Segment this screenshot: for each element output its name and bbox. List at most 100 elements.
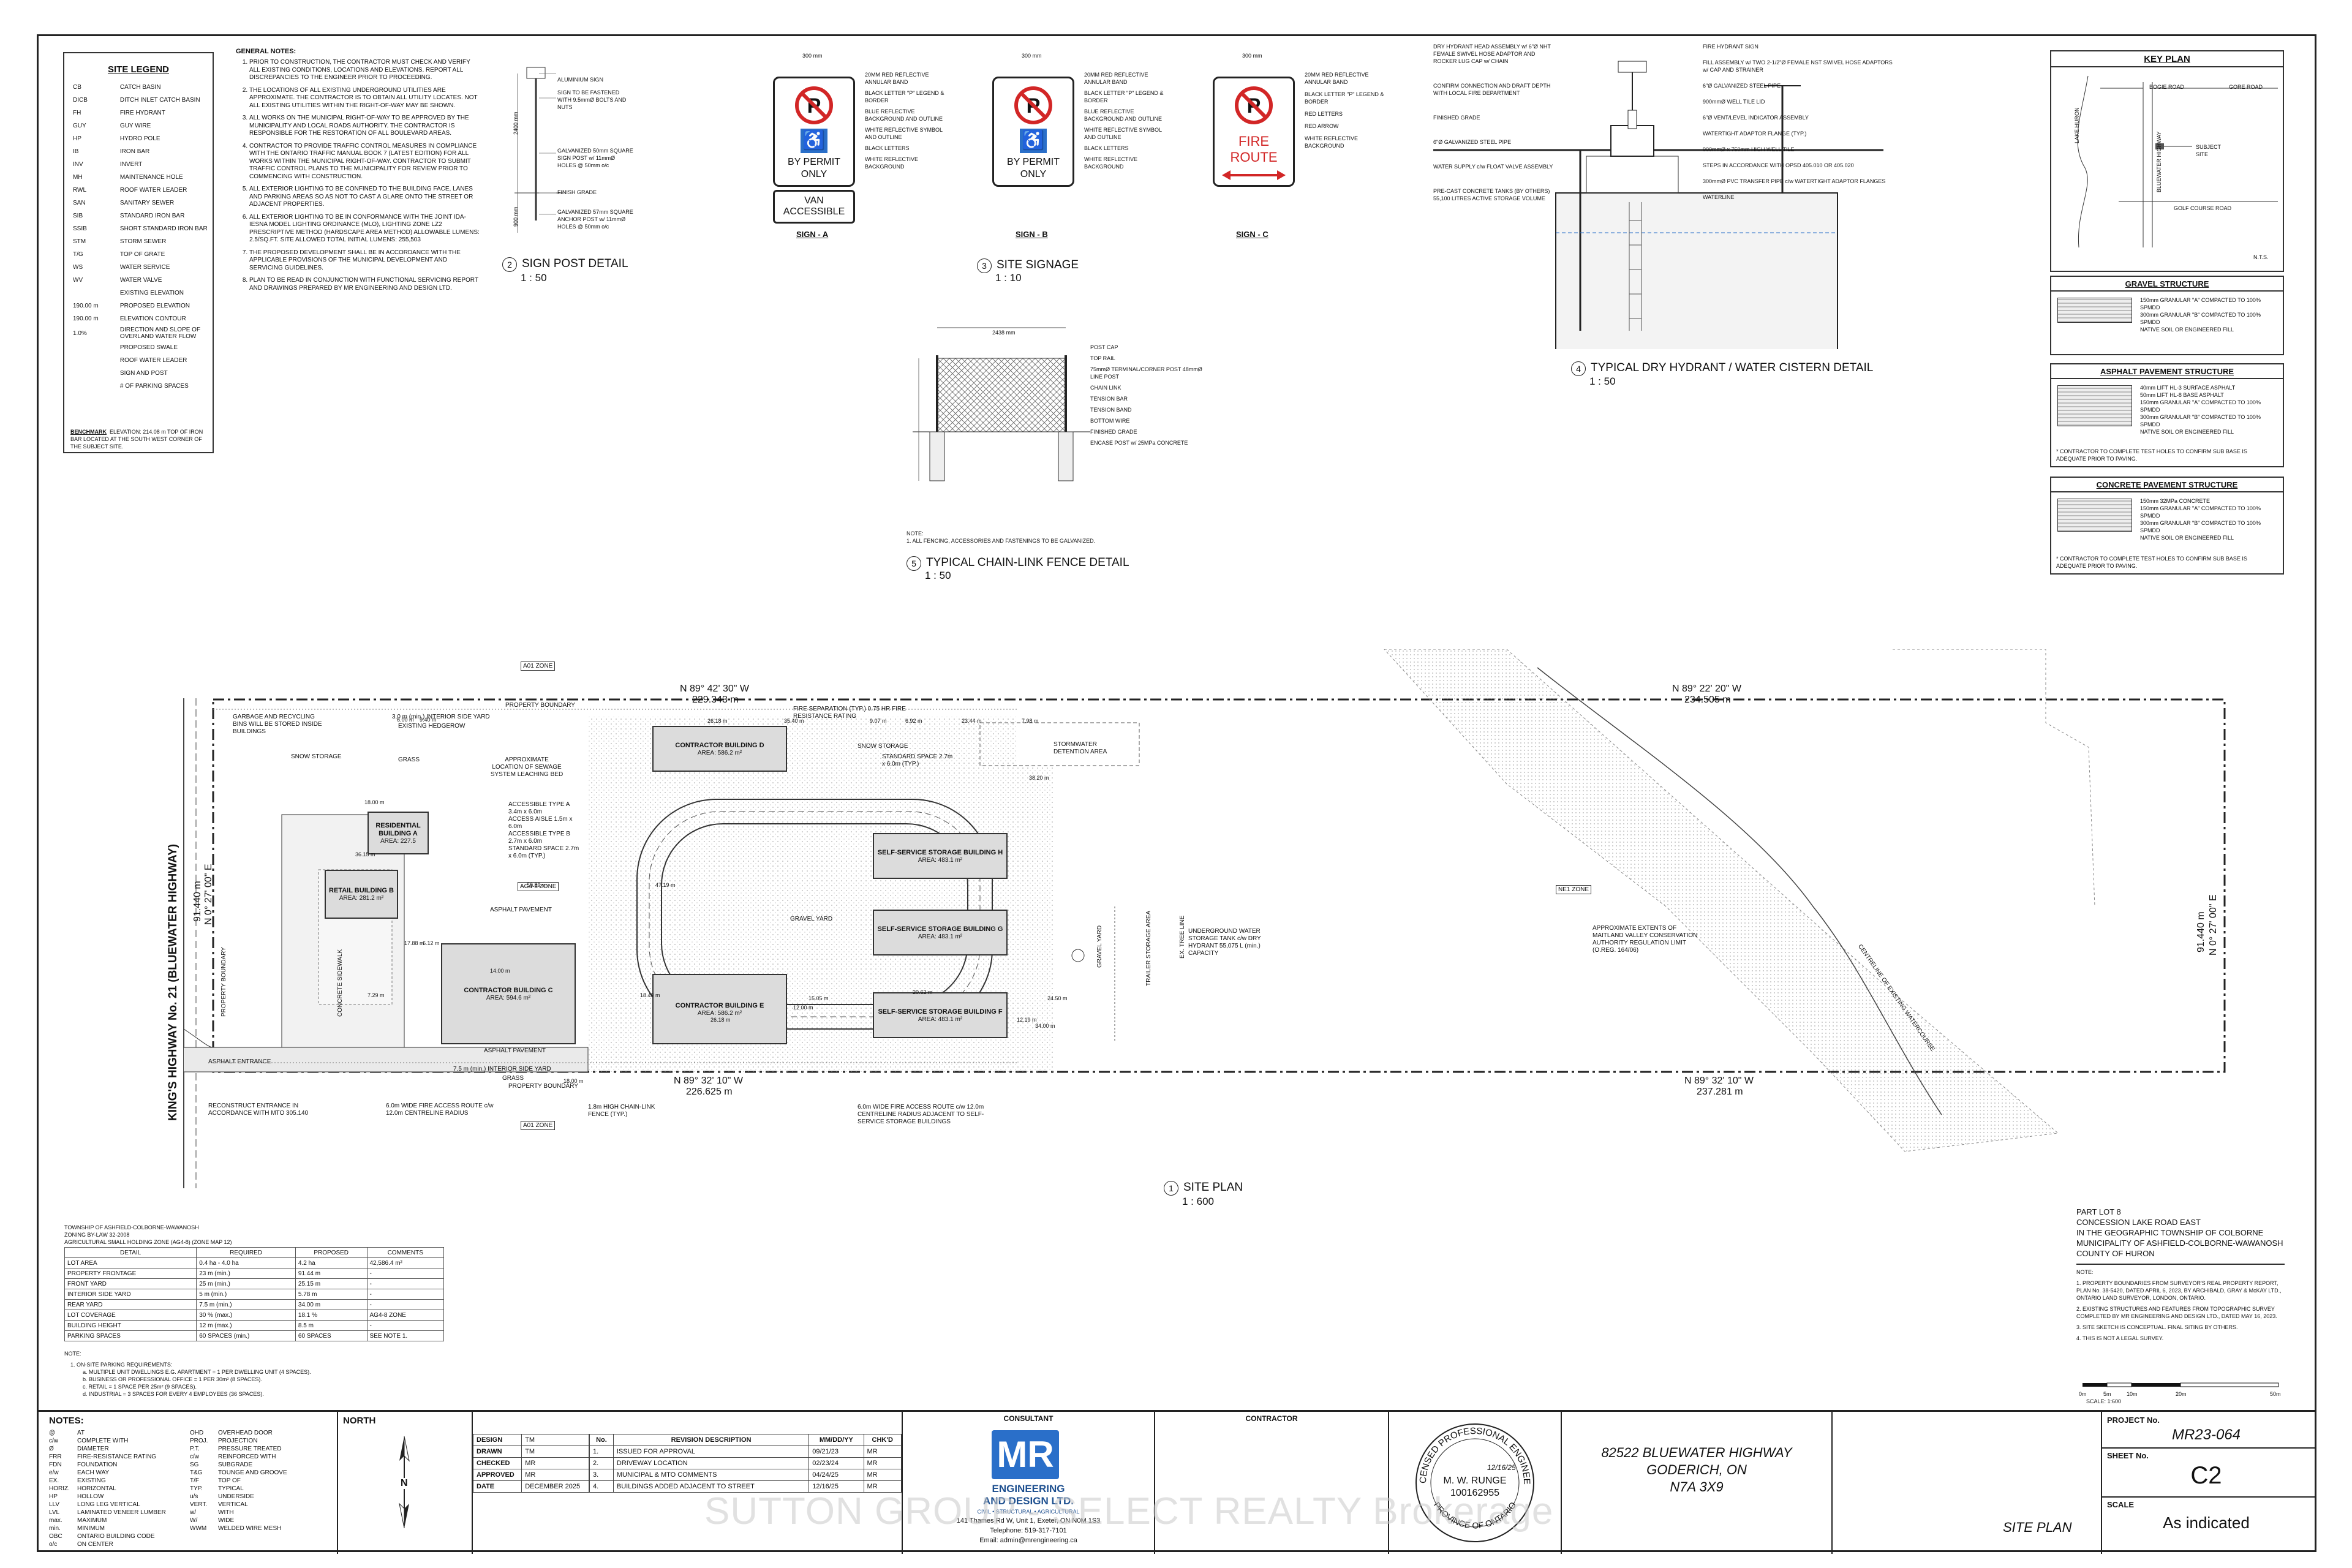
legend-label: MAINTENANCE HOLE — [119, 174, 183, 181]
detail-note: WATER SUPPLY c/w FLOAT VALVE ASSEMBLY — [1433, 164, 1553, 170]
legend-title: SITE LEGEND — [107, 64, 169, 75]
zoning-cell: 12 m (max.) — [196, 1320, 296, 1331]
revision-col: CHK'D — [863, 1434, 902, 1446]
detail-note: DRY HYDRANT HEAD ASSEMBLY w/ 6"Ø NHT FEM… — [1433, 43, 1551, 64]
abbrev-code: c/w — [49, 1438, 58, 1444]
revision-col: MM/DD/YY — [809, 1434, 864, 1446]
revision-cell: MR — [863, 1457, 902, 1469]
front-boundary-label: PROPERTY BOUNDARY — [221, 947, 227, 1017]
legend-label: SANITARY SEWER — [119, 200, 175, 206]
bearing-west-dist: 91.440 m — [192, 881, 203, 922]
legend-row: SAN SANITARY SEWER — [70, 197, 213, 209]
regulation-limit-label: APPROXIMATE EXTENTS OF MAITLAND VALLEY C… — [1593, 925, 1698, 954]
structure-layer: 300mm GRANULAR "B" COMPACTED TO 100% SPM… — [2140, 520, 2261, 533]
zoning-col-header: DETAIL — [64, 1247, 197, 1258]
structure-layer: 300mm GRANULAR "B" COMPACTED TO 100% SPM… — [2140, 414, 2261, 428]
bearing-south-east-dist: 237.281 m — [1697, 1087, 1743, 1097]
legend-code — [70, 341, 118, 354]
abbrev-text: ONTARIO BUILDING CODE — [77, 1533, 155, 1540]
dimension: 50.89 m — [527, 882, 547, 888]
sign-b-width: 300 mm — [1022, 53, 1042, 59]
legend-code: INV — [73, 161, 83, 168]
sidewalk-label: CONCRETE SIDEWALK — [337, 949, 344, 1017]
sign-b-text2: ONLY — [1020, 169, 1047, 179]
sign-a-text1: BY PERMIT — [788, 157, 840, 167]
abbrev-row: TYP.TYPICAL — [190, 1485, 325, 1493]
general-note: ALL EXTERIOR LIGHTING TO BE CONFINED TO … — [249, 186, 481, 209]
detail-note: 900mmØ x 750mm HIGH WELL TILE — [1703, 146, 1795, 153]
role-label: CHECKED — [472, 1457, 522, 1469]
legend-label: PROPOSED SWALE — [119, 344, 178, 351]
detail-note: WHITE REFLECTIVE SYMBOL AND OUTLINE — [1084, 127, 1162, 140]
legal-note: 2. EXISTING STRUCTURES AND FEATURES FROM… — [2076, 1306, 2277, 1319]
detail-note: 6"Ø GALVANIZED STEEL PIPE — [1703, 83, 1781, 89]
abbrev-code: @ — [49, 1430, 56, 1436]
structure-layer: NATIVE SOIL OR ENGINEERED FILL — [2140, 535, 2234, 541]
hydrant-scale: 1 : 50 — [1589, 375, 1616, 387]
sign-c-text1: FIRE — [1238, 134, 1270, 149]
revision-cell: 4. — [589, 1480, 614, 1493]
zoning-cell: - — [366, 1268, 444, 1279]
project-number: MR23-064 — [2171, 1427, 2241, 1443]
structure-title: CONCRETE PAVEMENT STRUCTURE — [2096, 480, 2238, 489]
snow-storage-1: SNOW STORAGE — [291, 753, 342, 760]
detail-note: CHAIN LINK — [1090, 385, 1121, 391]
structure-swatch — [2057, 298, 2132, 323]
legend-code: FH — [73, 110, 81, 116]
legend-code: T/G — [73, 251, 83, 258]
abbrev-code: FDN — [49, 1461, 62, 1468]
detail-note: WHITE REFLECTIVE BACKGROUND — [1305, 135, 1359, 149]
abbrev-code: LVL — [49, 1509, 60, 1516]
sign-a-tab2: ACCESSIBLE — [783, 206, 845, 217]
role-value: TM — [521, 1434, 589, 1446]
dimension: 24.50 m — [1047, 995, 1068, 1001]
legend-label: DITCH INLET CATCH BASIN — [119, 97, 200, 104]
detail-note: TENSION BAR — [1090, 396, 1128, 402]
seal-name: M. W. RUNGE — [1443, 1476, 1507, 1486]
revision-cell: DRIVEWAY LOCATION — [612, 1457, 810, 1469]
legend-label: STANDARD IRON BAR — [119, 213, 185, 219]
bearing-east-dist: 91.440 m — [2196, 911, 2206, 952]
zoning-table: TOWNSHIP OF ASHFIELD-COLBORNE-WAWANOSH Z… — [64, 1224, 444, 1398]
legend-code: SAN — [73, 200, 86, 206]
legal-note: 3. SITE SKETCH IS CONCEPTUAL. FINAL SITI… — [2076, 1324, 2238, 1330]
abbrev-code: e/w — [49, 1469, 59, 1476]
legal-note: 1. PROPERTY BOUNDARIES FROM SURVEYOR'S R… — [2076, 1280, 2282, 1301]
legend-label: FIRE HYDRANT — [119, 110, 165, 116]
site-plan-scale: 1 : 600 — [1182, 1196, 1214, 1207]
detail-note: WHITE REFLECTIVE SYMBOL AND OUTLINE — [865, 127, 943, 140]
seal-number: 100162955 — [1450, 1488, 1500, 1498]
post-note-3: GALVANIZED 50mm SQUARE SIGN POST w/ 11mm… — [557, 148, 633, 168]
access-aisle-label: ACCESS AISLE 1.5m x 6.0m — [508, 816, 573, 830]
general-note: THE PROPOSED DEVELOPMENT SHALL BE IN ACC… — [249, 249, 481, 273]
general-notes: GENERAL NOTES: PRIOR TO CONSTRUCTION, TH… — [236, 48, 481, 297]
bearing-north-east: N 89° 22' 20" W — [1672, 684, 1741, 694]
zoning-cell: SEE NOTE 1. — [366, 1330, 444, 1341]
abbrev-code: o/c — [49, 1541, 58, 1548]
legend-label: IRON BAR — [119, 148, 150, 155]
abbrev-code: TYP. — [190, 1485, 203, 1492]
abbrev-code: T&G — [190, 1469, 203, 1476]
abbrev-code: P.T. — [190, 1446, 200, 1452]
legend-label: TOP OF GRATE — [119, 251, 165, 258]
standard-space-label: STANDARD SPACE 2.7m x 6.0m (TYP.) — [508, 845, 579, 859]
abbrev-text: COMPLETE WITH — [77, 1438, 129, 1444]
zoning-cell: BUILDING HEIGHT — [64, 1320, 197, 1331]
abbrev-text: OVERHEAD DOOR — [218, 1430, 273, 1436]
scale-value: As indicated — [2163, 1513, 2250, 1532]
structure-rule — [2051, 290, 2283, 292]
revision-cell: MR — [863, 1469, 902, 1481]
legal-line: COUNTY OF HURON — [2076, 1249, 2155, 1258]
